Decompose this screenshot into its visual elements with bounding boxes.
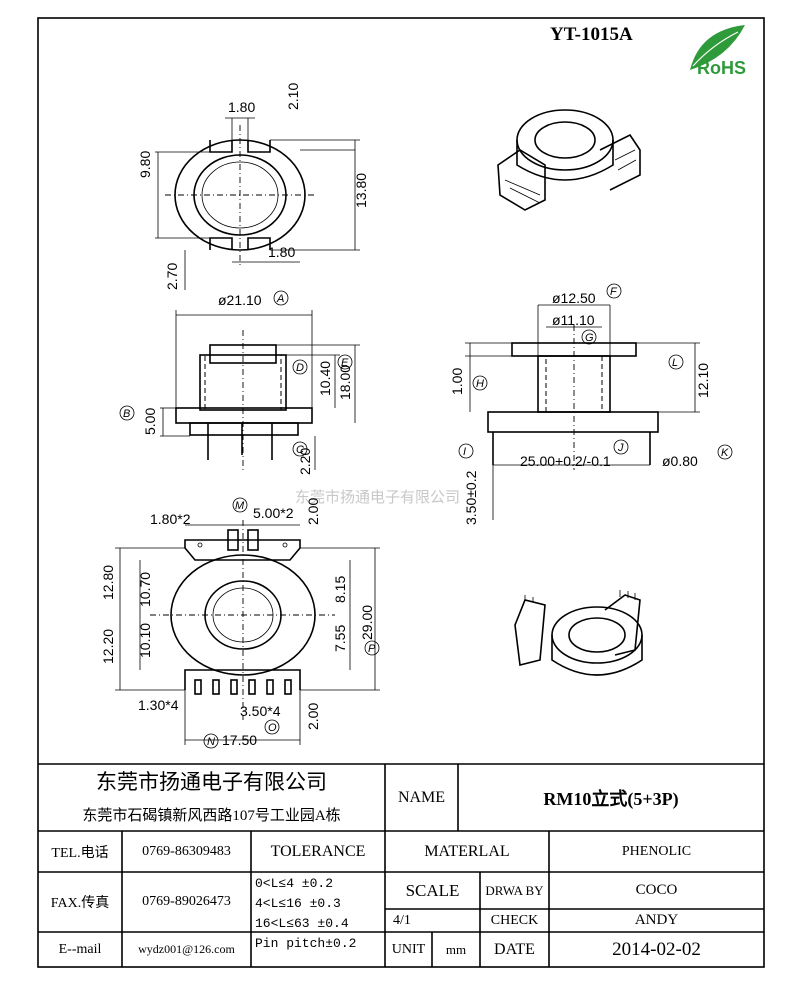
tolerance-line-3: 16<L≤63 ±0.4 bbox=[255, 916, 349, 931]
tag-i: I bbox=[463, 446, 466, 458]
tag-f: F bbox=[610, 286, 618, 298]
bottom-dim-4: 12.80 bbox=[100, 565, 116, 600]
bottom-dim-14: 17.50 bbox=[222, 732, 257, 748]
material-value: PHENOLIC bbox=[621, 843, 692, 859]
tag-g: G bbox=[585, 332, 594, 344]
bottom-dim-12: 3.50*4 bbox=[240, 703, 281, 719]
bottom-dim-9: 10.10 bbox=[137, 623, 153, 658]
company-name: 东莞市扬通电子有限公司 bbox=[96, 770, 327, 794]
top-dim-5: 1.80 bbox=[268, 244, 295, 260]
top-dim-2: 2.10 bbox=[285, 83, 301, 110]
company-address: 东莞市石碣镇新风西路107号工业园A栋 bbox=[82, 807, 341, 824]
top-dim-3: 9.80 bbox=[137, 151, 153, 178]
watermark: 东莞市扬通电子有限公司 bbox=[295, 488, 460, 506]
drawn-by-label: DRWA BY bbox=[485, 882, 544, 898]
tolerance-line-2: 4<L≤16 ±0.3 bbox=[255, 896, 341, 911]
bottom-dim-2: 5.00*2 bbox=[253, 505, 294, 521]
tolerance-table: 0<L≤4 ±0.2 4<L≤16 ±0.3 16<L≤63 ±0.4 Pin … bbox=[255, 874, 383, 954]
top-dim-1: 1.80 bbox=[228, 99, 255, 115]
front-view: ø21.10 10.40 18.00 5.00 2.20 A D E B C bbox=[119, 290, 360, 475]
bottom-dim-11: 1.30*4 bbox=[138, 697, 179, 713]
side-dim-4: 12.10 bbox=[695, 363, 711, 398]
scale-value: 4/1 bbox=[393, 912, 411, 928]
tag-m: M bbox=[235, 500, 245, 512]
side-dim-2: ø11.10 bbox=[552, 312, 595, 328]
front-dim-4: 5.00 bbox=[142, 408, 158, 435]
side-dim-3: 1.00 bbox=[449, 368, 465, 395]
fax-value: 0769-89026473 bbox=[142, 894, 231, 909]
name-value: RM10立式(5+3P) bbox=[543, 788, 679, 809]
tag-o: O bbox=[268, 722, 277, 734]
date-label: DATE bbox=[494, 940, 535, 958]
side-dim-6: ø0.80 bbox=[662, 453, 698, 469]
tag-l: L bbox=[672, 357, 678, 369]
tag-e: E bbox=[341, 357, 349, 369]
email-value: wydz001@126.com bbox=[138, 942, 235, 956]
top-dim-6: 2.70 bbox=[164, 263, 180, 290]
date-value: 2014-02-02 bbox=[612, 938, 701, 960]
check-label: CHECK bbox=[490, 912, 539, 928]
tag-j: J bbox=[617, 442, 624, 454]
scale-label: SCALE bbox=[405, 880, 460, 900]
rohs-logo: RoHS bbox=[690, 25, 746, 78]
unit-value: mm bbox=[445, 941, 467, 957]
unit-label: UNIT bbox=[391, 941, 426, 957]
bottom-dim-3: 2.00 bbox=[305, 498, 321, 525]
tel-label: TEL.电话 bbox=[51, 845, 109, 861]
tag-c: C bbox=[296, 444, 304, 456]
drawn-by-value: COCO bbox=[635, 882, 678, 898]
title-block-grid bbox=[38, 763, 764, 967]
rohs-text: RoHS bbox=[697, 58, 746, 78]
bottom-dim-5: 10.70 bbox=[137, 572, 153, 607]
tag-a: A bbox=[276, 293, 284, 305]
iso-view-top bbox=[497, 109, 641, 211]
tag-h: H bbox=[476, 378, 484, 390]
part-number: YT-1015A bbox=[550, 24, 633, 45]
side-dim-1: ø12.50 bbox=[552, 290, 596, 306]
side-dim-7: 3.50±0.2 bbox=[463, 470, 479, 525]
fax-label: FAX.传真 bbox=[50, 896, 110, 911]
top-dim-4: 13.80 bbox=[353, 173, 369, 208]
email-label: E--mail bbox=[58, 941, 102, 957]
bottom-dim-13: 2.00 bbox=[305, 703, 321, 730]
tag-b: B bbox=[123, 408, 130, 420]
bottom-dim-10: 7.55 bbox=[332, 625, 348, 652]
front-dim-1: ø21.10 bbox=[218, 292, 262, 308]
check-value: ANDY bbox=[634, 912, 679, 928]
iso-view-bottom bbox=[514, 590, 643, 676]
bottom-dim-8: 12.20 bbox=[100, 629, 116, 664]
tag-d: D bbox=[296, 362, 304, 374]
top-view: 1.80 2.10 9.80 13.80 1.80 2.70 bbox=[137, 83, 369, 290]
tag-k: K bbox=[721, 447, 729, 459]
front-dim-3: 18.00 bbox=[337, 365, 353, 400]
material-label: MATERLAL bbox=[424, 842, 510, 860]
bottom-dim-7: 29.00 bbox=[359, 605, 375, 640]
bottom-dim-1: 1.80*2 bbox=[150, 511, 191, 527]
tolerance-line-4: Pin pitch±0.2 bbox=[255, 936, 357, 951]
drawing-frame bbox=[37, 17, 765, 968]
name-label: NAME bbox=[397, 788, 446, 806]
tolerance-line-1: 0<L≤4 ±0.2 bbox=[255, 876, 334, 891]
tag-n: N bbox=[207, 736, 215, 748]
bottom-dim-6: 8.15 bbox=[332, 576, 348, 603]
side-view: ø12.50 ø11.10 1.00 12.10 25.00+0.2/-0.1 … bbox=[449, 283, 733, 525]
front-dim-5: 2.20 bbox=[297, 448, 313, 475]
bottom-view: 1.80*2 5.00*2 2.00 12.80 10.70 8.15 29.0… bbox=[100, 498, 380, 749]
tolerance-label: TOLERANCE bbox=[270, 842, 366, 860]
side-dim-5: 25.00+0.2/-0.1 bbox=[520, 453, 611, 469]
front-dim-2: 10.40 bbox=[317, 361, 333, 396]
tel-value: 0769-86309483 bbox=[142, 843, 231, 859]
tag-p: P bbox=[368, 643, 376, 655]
